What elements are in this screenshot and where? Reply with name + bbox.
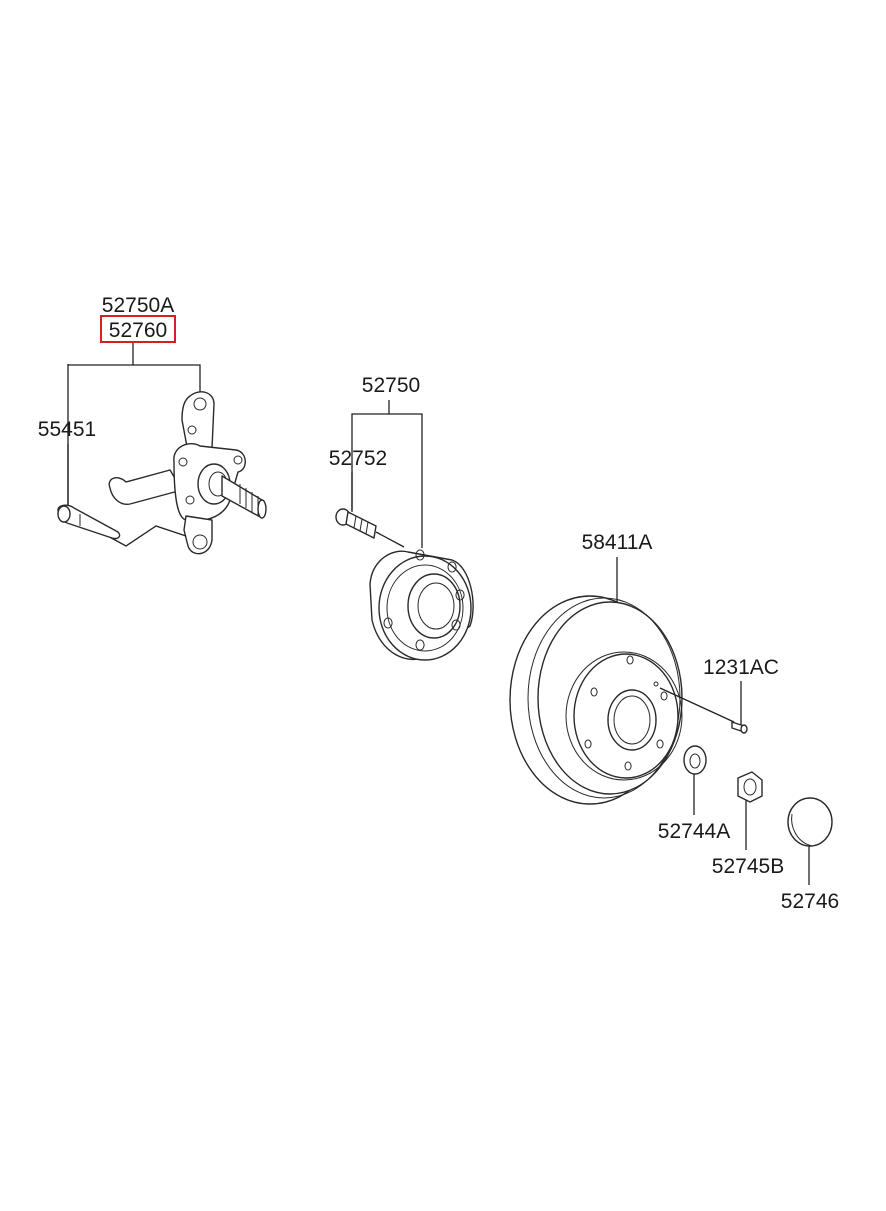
screw-part[interactable] [731,721,748,734]
bolt-install-path [103,525,187,547]
label-55451[interactable]: 55451 [38,418,96,441]
label-52745B[interactable]: 52745B [712,855,784,878]
label-52744A[interactable]: 52744A [658,820,730,843]
screw-install-path [659,687,735,723]
label-52750A[interactable]: 52750A [102,294,174,317]
drum-part[interactable] [509,595,683,805]
nut-part[interactable] [737,771,763,803]
bolt-part[interactable] [57,504,121,540]
label-52746[interactable]: 52746 [781,890,839,913]
label-58411A[interactable]: 58411A [582,531,653,554]
label-52750[interactable]: 52750 [362,374,420,397]
knuckle-part[interactable] [108,391,267,555]
highlight-box-52760 [100,315,176,343]
hub-part[interactable] [369,549,474,661]
leader-lines [67,343,810,885]
washer-part[interactable] [683,745,707,775]
label-52760[interactable]: 52760 [109,319,167,342]
hub-bolt-part[interactable] [335,508,405,548]
label-1231AC[interactable]: 1231AC [703,656,779,679]
label-52752[interactable]: 52752 [329,447,387,470]
cap-part[interactable] [787,797,833,847]
